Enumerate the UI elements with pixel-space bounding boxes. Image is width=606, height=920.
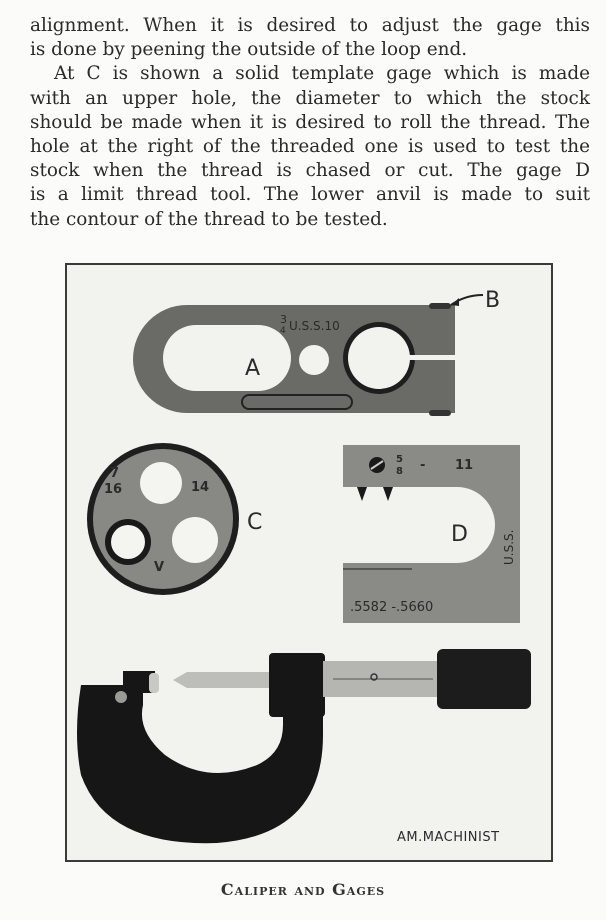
gage-c-fraction-num: 7 bbox=[110, 466, 119, 481]
text-line: alignment. When it is desired to adjust … bbox=[30, 15, 590, 36]
gage-d-fraction-num: 5 bbox=[396, 454, 403, 465]
gage-a-fraction-num: 3 bbox=[280, 313, 287, 326]
credit-label: AM.MACHINIST bbox=[397, 830, 500, 845]
text-line: stock when the thread is chased or cut. … bbox=[30, 160, 590, 182]
gage-c-fraction-den: 16 bbox=[104, 482, 122, 497]
figure-caption: Caliper and Gages bbox=[220, 880, 386, 899]
gage-c-number: 14 bbox=[191, 480, 209, 495]
text-line: At C is shown a solid template gage whic… bbox=[54, 63, 590, 85]
gage-a: 3 4 U.S.S.10 A bbox=[133, 303, 457, 416]
gage-d-standard: U.S.S. bbox=[502, 530, 516, 565]
gage-d-tpi: 11 bbox=[455, 458, 473, 473]
gage-a-fraction-den: 4 bbox=[280, 326, 286, 336]
body-text: alignment. When it is desired to adjust … bbox=[30, 14, 590, 232]
gage-c: 7 16 14 V C bbox=[87, 443, 262, 595]
text-line: is done by peening the outside of the lo… bbox=[30, 39, 468, 61]
label-b-pointer: B bbox=[450, 288, 500, 313]
text-line: hole at the right of the threaded one is… bbox=[30, 136, 590, 158]
label-c: C bbox=[247, 510, 262, 535]
gage-d-dash: - bbox=[420, 458, 425, 473]
gage-d-limits: .5582 -.5660 bbox=[350, 600, 433, 615]
gage-d-fraction-den: 8 bbox=[396, 466, 403, 477]
gage-d: 5 8 - 11 U.S.S. .5582 -.5660 D bbox=[343, 445, 520, 623]
label-d: D bbox=[451, 522, 468, 547]
micrometer-caliper: AM.MACHINIST bbox=[77, 649, 531, 845]
text-line: with an upper hole, the diameter to whic… bbox=[30, 87, 590, 109]
gage-a-stamp: U.S.S.10 bbox=[289, 319, 340, 333]
figure-illustration: 3 4 U.S.S.10 A B 7 16 14 V C bbox=[77, 288, 531, 845]
label-b: B bbox=[485, 288, 500, 313]
text-line: is a limit thread tool. The lower anvil … bbox=[30, 184, 590, 206]
text-line: the contour of the thread to be tested. bbox=[30, 208, 388, 230]
text-line: should be made when it is desired to rol… bbox=[30, 111, 590, 133]
figure-photo: 3 4 U.S.S.10 A B 7 16 14 V C bbox=[65, 263, 553, 862]
gage-c-mark: V bbox=[154, 560, 164, 575]
label-a: A bbox=[245, 356, 260, 381]
